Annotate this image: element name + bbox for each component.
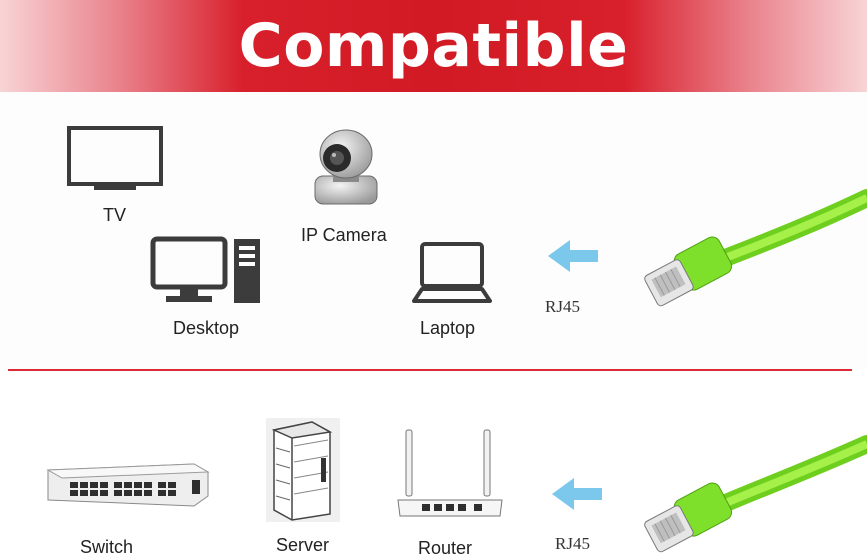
router-label: Router: [418, 538, 473, 558]
server-label: Server: [276, 535, 330, 555]
tv-icon: [67, 126, 163, 190]
top-panel: [0, 92, 867, 370]
banner-title: Compatible: [238, 11, 629, 81]
arrow-left-icon: [552, 478, 602, 510]
desktop-label: Desktop: [173, 318, 240, 338]
section-divider: [8, 369, 852, 371]
ip-camera-label: IP Camera: [301, 225, 387, 245]
banner: [0, 0, 867, 92]
laptop-icon: [412, 242, 492, 303]
rj45-cable-icon: [644, 189, 867, 307]
laptop-label: Laptop: [420, 318, 476, 338]
switch-icon: [46, 463, 210, 507]
rj45-label: RJ45: [545, 297, 580, 316]
switch-label: Switch: [80, 537, 134, 557]
server-icon: [266, 418, 340, 522]
ip-camera-icon: [314, 129, 378, 205]
tv-label: TV: [103, 205, 127, 225]
desktop-icon: [150, 236, 260, 303]
rj45-cable-icon: [644, 435, 867, 553]
arrow-left-icon: [548, 240, 598, 272]
router-icon: [397, 429, 503, 517]
rj45-label: RJ45: [555, 534, 590, 553]
